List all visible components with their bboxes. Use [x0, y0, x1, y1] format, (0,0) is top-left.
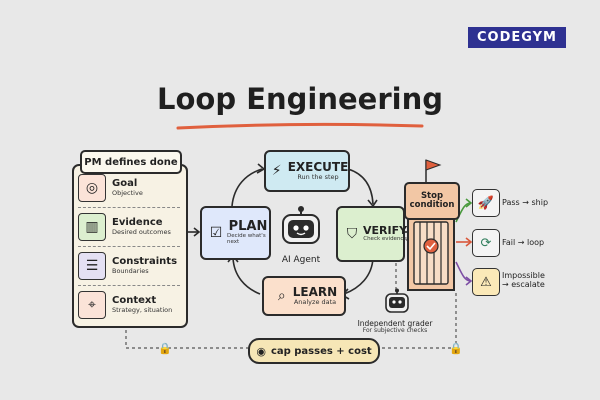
verify-sub: Check evidence — [363, 235, 407, 242]
execute-label: EXECUTE — [287, 160, 349, 175]
divider — [78, 246, 180, 247]
outcome-fail-label: Fail → loop — [502, 238, 545, 247]
gate-drawing — [407, 159, 455, 291]
plan-sub: Decide what's next — [227, 233, 266, 245]
checklist-icon: ☑ — [209, 225, 223, 241]
logo-text: CODEGYM — [477, 30, 557, 45]
panel-item-sub: Boundaries — [112, 266, 149, 275]
magnifier-icon: ⌕ — [277, 288, 286, 304]
arrowhead — [465, 198, 473, 208]
panel-item-label: Context — [112, 295, 157, 307]
lightning-gear-icon: ⚡ — [271, 163, 282, 179]
title-underline — [176, 122, 424, 130]
panel-item-sub: Desired outcomes — [112, 227, 171, 236]
arrow-learn-to-plan — [232, 257, 261, 295]
divider — [78, 207, 180, 208]
panel-item-label: Evidence — [112, 217, 163, 229]
arrowhead — [193, 227, 201, 237]
outcome-escalate-label: Impossible → escalate — [502, 271, 545, 289]
codegym-logo: CODEGYM — [468, 27, 566, 48]
arrowhead — [465, 276, 473, 286]
arrowhead — [256, 163, 266, 174]
outcome-escalate-line2: → escalate — [502, 280, 545, 290]
learn-sub: Analyze data — [293, 297, 337, 306]
map-pin-icon: ⌖ — [78, 291, 106, 319]
sliders-icon: ☰ — [78, 252, 106, 280]
arrow-gate-to-escalate — [455, 261, 471, 282]
budget-label: cap passes + cost — [270, 345, 372, 357]
target-icon: ◎ — [78, 174, 106, 202]
arrow-plan-to-execute — [231, 168, 263, 207]
panel-item-label: Constraints — [112, 256, 178, 268]
grader-sub: For subjective checks — [362, 327, 428, 335]
page-title: Loop Engineering — [157, 82, 443, 116]
warning-icon: ⚠ — [472, 268, 500, 296]
grader-label: Independent grader For subjective checks — [350, 319, 440, 335]
divider — [78, 285, 180, 286]
arrow-execute-to-verify — [347, 168, 374, 205]
shield-check-icon: ⛉ — [346, 226, 358, 242]
outcome-escalate-line1: Impossible — [502, 271, 545, 280]
plan-label: PLAN — [228, 219, 268, 235]
grader-title: Independent grader — [357, 319, 433, 328]
learn-label: LEARN — [292, 285, 338, 300]
execute-sub: Run the step — [297, 172, 339, 181]
outcome-pass-label: Pass → ship — [502, 198, 549, 207]
lock-icon: 🔒 — [449, 341, 463, 355]
budget-pill: ◉ cap passes + cost — [248, 338, 380, 364]
arrowhead — [465, 237, 473, 247]
stop-condition-box: Stop condition — [404, 182, 460, 220]
lock-icon: 🔒 — [158, 341, 172, 355]
grader-robot-icon — [385, 288, 409, 313]
agent-label: AI Agent — [281, 255, 321, 265]
robot-icon — [282, 206, 320, 244]
refresh-icon: ⟳ — [472, 229, 500, 257]
panel-item-sub: Objective — [112, 188, 143, 197]
coins-icon: ◉ — [256, 344, 266, 358]
bar-chart-icon: ▥ — [78, 213, 106, 241]
arrow-verify-to-learn — [343, 257, 374, 295]
panel-item-label: Goal — [112, 178, 138, 190]
budget-dashed-line — [125, 290, 457, 349]
pm-panel-header: PM defines done — [80, 150, 182, 174]
panel-item-sub: Strategy, situation — [112, 305, 173, 314]
verify-label: VERIFY — [363, 224, 408, 238]
rocket-icon: 🚀 — [472, 189, 500, 217]
